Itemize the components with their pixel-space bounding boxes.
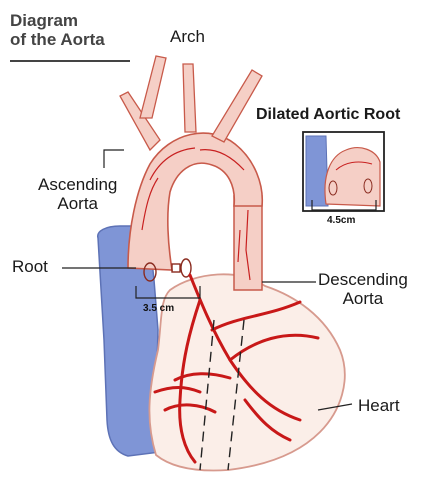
ascending-aorta-label: Ascending Aorta — [38, 175, 117, 213]
root-label: Root — [12, 257, 48, 276]
arch-label: Arch — [170, 27, 205, 46]
descending-aorta-label-line1: Descending — [318, 270, 408, 289]
right-carotid-branch — [140, 56, 166, 118]
root-diameter-measure: 3.5 cm — [143, 303, 174, 314]
diagram-title-line1: Diagram — [10, 11, 105, 30]
diagram-title: Diagram of the Aorta — [10, 11, 105, 49]
heart — [149, 274, 344, 470]
left-carotid-artery — [183, 64, 196, 132]
descending-aorta-label: Descending Aorta — [318, 270, 408, 308]
descending-aorta-label-line2: Aorta — [318, 289, 408, 308]
ascending-aorta-label-line1: Ascending — [38, 175, 117, 194]
ascending-aorta-label-line2: Aorta — [38, 194, 117, 213]
dilated-diameter-measure: 4.5cm — [327, 215, 355, 226]
left-subclavian-artery — [212, 70, 262, 142]
heart-label: Heart — [358, 396, 400, 415]
diagram-title-line2: of the Aorta — [10, 30, 105, 49]
title-underline — [10, 60, 130, 62]
inset-title: Dilated Aortic Root — [256, 106, 400, 124]
